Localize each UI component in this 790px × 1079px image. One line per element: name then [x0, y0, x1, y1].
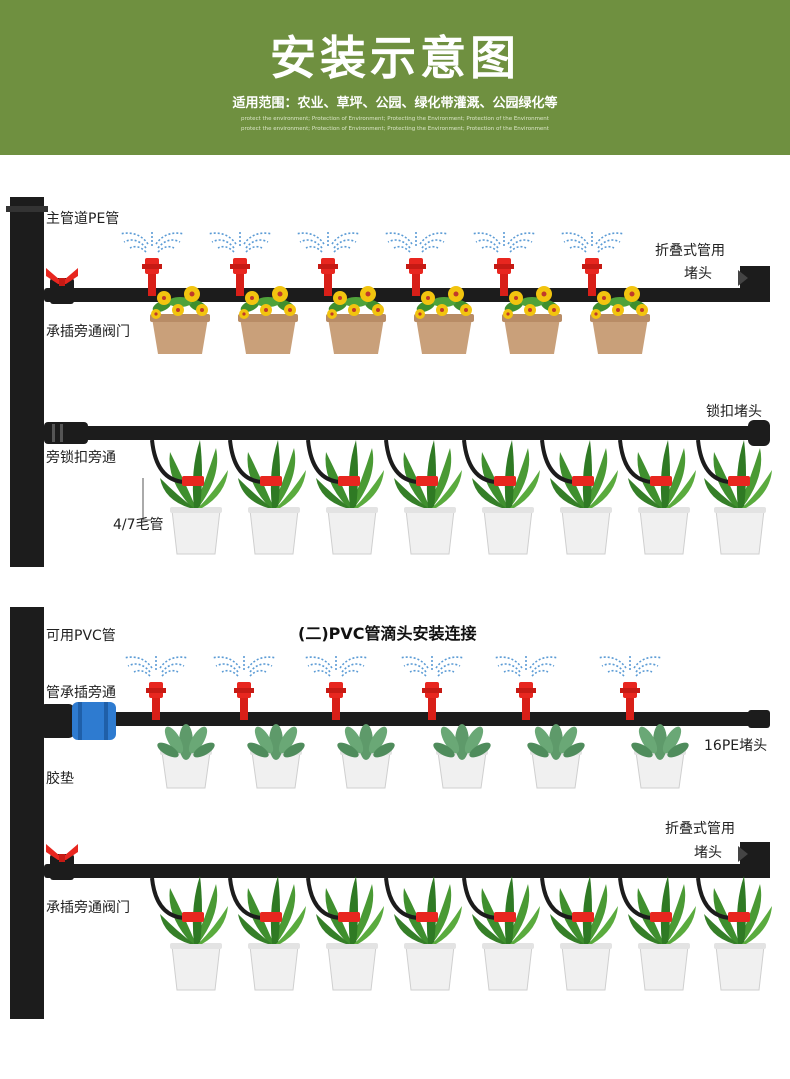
row4-capillary-tubes: [150, 877, 731, 920]
label-pe-end: 16PE堵头: [704, 738, 768, 754]
row1-pipe: [44, 288, 754, 302]
label-fold-end-2-line1: 折叠式管用: [665, 821, 735, 837]
label-main-pipe: 主管道PE管: [46, 211, 120, 227]
page-title: 安装示意图: [270, 31, 520, 85]
label-gasket: 胶垫: [46, 771, 74, 787]
page-subtitle: 适用范围：农业、草坪、公园、绿化带灌溉、公园绿化等: [232, 96, 558, 111]
fold-end-cap-icon: [740, 266, 770, 302]
row1-emitters: [119, 231, 625, 296]
gasket-block: [40, 704, 74, 738]
label-bypass-valve-2: 承插旁通阀门: [46, 900, 130, 916]
fold-end-cap-icon-2: [740, 842, 770, 878]
section2-title: (二)PVC管滴头安装连接: [298, 624, 477, 643]
main-pe-pipe: [10, 197, 44, 567]
row4-pipe: [44, 864, 754, 878]
red-valve-icon-2: [46, 844, 78, 880]
pvc-pipe: [10, 607, 44, 1019]
capillary-leader-line: [142, 478, 150, 521]
header-banner: 安装示意图 适用范围：农业、草坪、公园、绿化带灌溉、公园绿化等 protect …: [0, 0, 790, 155]
pe-end-cap-icon: [748, 710, 770, 728]
english-tagline-1: protect the environment; Protection of E…: [241, 116, 549, 122]
label-bypass-valve: 承插旁通阀门: [46, 324, 130, 340]
label-lock-bypass: 旁锁扣旁通: [46, 450, 116, 466]
label-capillary: 4/7毛管: [113, 517, 164, 533]
label-socket-bypass: 管承插旁通: [46, 685, 116, 701]
red-valve-icon: [46, 268, 78, 304]
english-tagline-2: protect the environment; Protection of E…: [241, 126, 549, 132]
label-fold-end-line2: 堵头: [684, 266, 712, 282]
row2-emitters: [182, 476, 750, 486]
label-lock-end: 锁扣堵头: [706, 404, 762, 420]
label-fold-end-line1: 折叠式管用: [655, 243, 725, 259]
label-pvc-pipe: 可用PVC管: [46, 628, 116, 644]
row4-emitters: [182, 912, 750, 922]
lock-end-cap-icon: [748, 420, 770, 446]
row3-succulents: [154, 723, 692, 789]
row3-emitters: [123, 655, 663, 720]
row2-capillary-tubes: [150, 439, 731, 484]
row2-pipe: [44, 426, 756, 440]
lock-bypass-connector: [44, 422, 88, 444]
main-pipe-ring: [6, 206, 48, 212]
label-fold-end-2-line2: 堵头: [694, 845, 722, 861]
row3-pipe: [100, 712, 754, 726]
